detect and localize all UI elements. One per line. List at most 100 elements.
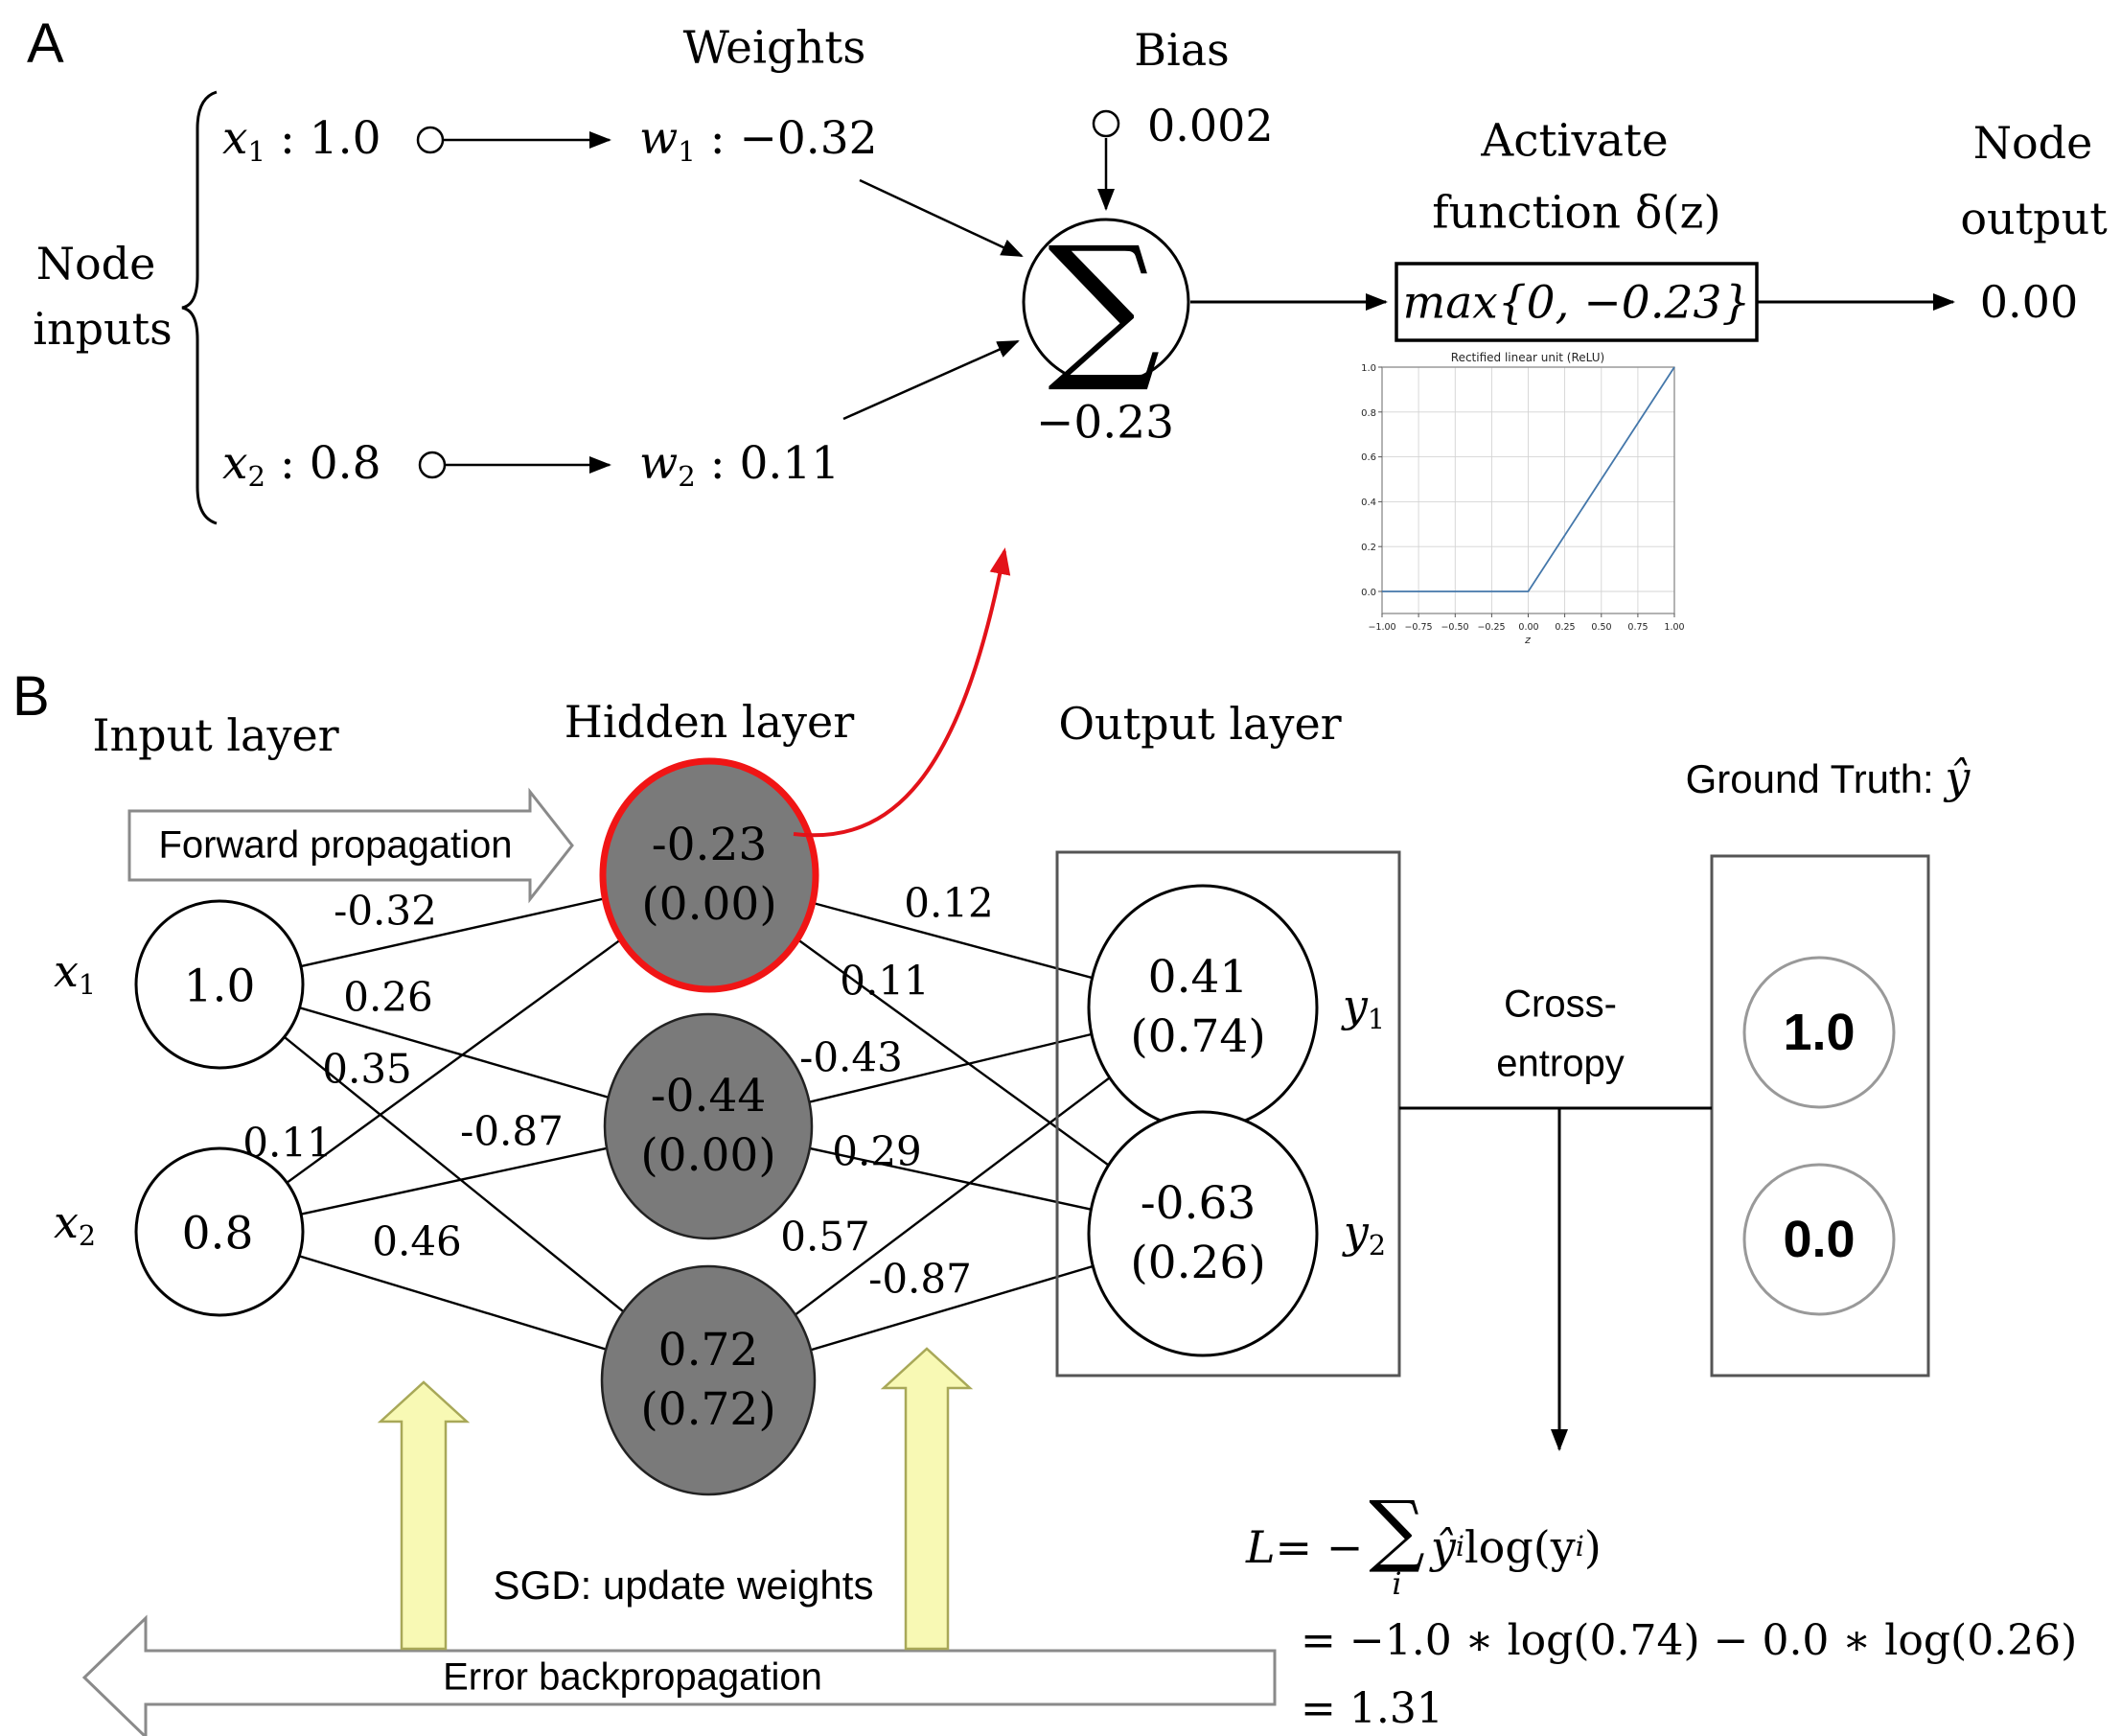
svg-text:−0.75: −0.75 <box>1404 622 1432 633</box>
sum-symbol: ∑ <box>1048 212 1161 397</box>
svg-text:0.2: 0.2 <box>1361 543 1376 553</box>
edge-weight-h1-y1: 0.12 <box>904 879 994 927</box>
relu-title: Rectified linear unit (ReLU) <box>1451 351 1604 364</box>
error-backpropagation-arrow <box>81 1614 1277 1736</box>
hidden-node-1-preactivation: -0.23 <box>651 819 768 871</box>
edge-weight-x1-h1: -0.32 <box>334 887 437 935</box>
input-node-1-value: 1.0 <box>183 960 256 1013</box>
sum-value: −0.23 <box>1035 396 1175 450</box>
input-node-2-label: x2 <box>54 1196 96 1252</box>
ground-truth-title-math: ŷ <box>1945 752 1971 803</box>
svg-text:−0.25: −0.25 <box>1477 622 1505 633</box>
input2-value: : 0.8 <box>265 436 381 490</box>
sgd-arrow-left <box>377 1380 471 1651</box>
arrow-w2-to-sum <box>842 339 1020 421</box>
input2-row: x2 : 0.8 <box>222 437 381 493</box>
loss-yhat-sub: i <box>1455 1531 1464 1563</box>
ground-truth-node-2 <box>1742 1163 1896 1316</box>
input-node-2-value: 0.8 <box>181 1207 254 1261</box>
weight2-value: : 0.11 <box>695 436 841 490</box>
edge-weight-h1-y2: 0.11 <box>840 957 930 1005</box>
edge-weight-h3-y2: -0.87 <box>868 1255 972 1303</box>
output-node-2 <box>1087 1110 1319 1357</box>
edge-weight-x1-h2: 0.26 <box>343 973 433 1021</box>
edge-weight-x2-h3: 0.46 <box>372 1217 462 1265</box>
ground-truth-node-1 <box>1742 956 1896 1109</box>
loss-lhs: L <box>1246 1520 1276 1573</box>
svg-text:0.75: 0.75 <box>1627 622 1648 633</box>
ground-truth-value-1: 1.0 <box>1783 1004 1856 1061</box>
node-output-title-line2: output <box>1960 193 2108 244</box>
x2-sub: 2 <box>78 1219 97 1252</box>
svg-text:0.25: 0.25 <box>1555 622 1575 633</box>
loss-formula-line3: = 1.31 <box>1301 1684 1443 1733</box>
svg-text:0.00: 0.00 <box>1518 622 1538 633</box>
input-node-1 <box>134 899 305 1070</box>
output-layer-title: Output layer <box>1058 698 1342 750</box>
arrow-w1-to-sum <box>859 178 1024 258</box>
forward-propagation-label: Forward propagation <box>158 823 513 867</box>
panel-b-label: B <box>12 665 50 728</box>
relu-ytick-labels: 0.0 0.2 0.4 0.6 0.8 1.0 <box>1361 363 1376 598</box>
svg-text:1.00: 1.00 <box>1664 622 1684 633</box>
hidden-node-2-activation: (0.00) <box>640 1129 776 1182</box>
relu-plot: Rectified linear unit (ReLU) z 0.0 0.2 0… <box>1361 351 1684 646</box>
x1-sub: 1 <box>78 968 97 1001</box>
highlight-curve-hidden-to-sum <box>793 547 1011 838</box>
sum-node-circle <box>1022 218 1190 386</box>
panel-a-shapes <box>181 90 1955 525</box>
relu-grid <box>1382 366 1674 613</box>
weights-title: Weights <box>682 21 866 75</box>
ground-truth-value-2: 0.0 <box>1783 1211 1856 1268</box>
loss-sum: ∑i <box>1369 1492 1425 1599</box>
edge-weight-x2-h2: -0.87 <box>460 1107 564 1155</box>
weight1-row: w1 : −0.32 <box>639 112 878 168</box>
activation-expression: max{0, −0.23} <box>1402 276 1751 330</box>
brace-shape <box>181 90 218 525</box>
x1-var: x <box>53 945 79 998</box>
edge-weight-h2-y2: 0.29 <box>832 1127 922 1175</box>
forward-propagation-arrow <box>127 787 574 904</box>
weight2-row: w2 : 0.11 <box>639 437 840 493</box>
error-backpropagation-label: Error backpropagation <box>443 1655 822 1699</box>
input-layer-title: Input layer <box>92 709 339 761</box>
hidden-node-3-activation: (0.72) <box>640 1383 776 1436</box>
loss-formula-line2: = −1.0 ∗ log(0.74) − 0.0 ∗ log(0.26) <box>1301 1616 2078 1665</box>
svg-text:0.8: 0.8 <box>1361 408 1376 419</box>
panel-a-label: A <box>27 12 64 75</box>
weight1-var: w <box>639 111 679 165</box>
input1-sub: 1 <box>247 135 266 169</box>
svg-text:0.50: 0.50 <box>1591 622 1611 633</box>
hidden-node-3-values: 0.72 (0.72) <box>640 1321 775 1440</box>
node-inputs-title-line1: Node <box>35 238 156 289</box>
svg-text:−0.50: −0.50 <box>1441 622 1468 633</box>
y1-sub: 1 <box>1367 1003 1386 1035</box>
node-output-title-line1: Node <box>1972 117 2093 169</box>
weight2-var: w <box>639 436 679 490</box>
node-inputs-title-line2: inputs <box>33 303 173 355</box>
node-output-value: 0.00 <box>1979 276 2079 328</box>
sgd-label: SGD: update weights <box>493 1562 874 1608</box>
bias-bullet <box>1092 109 1120 138</box>
loss-yhat: ŷ <box>1430 1520 1456 1573</box>
output-node-1-activation: (0.74) <box>1130 1010 1266 1063</box>
weight2-sub: 2 <box>678 460 696 494</box>
y2-sub: 2 <box>1368 1229 1387 1261</box>
input1-row: x1 : 1.0 <box>222 112 381 168</box>
input2-var: x <box>222 436 248 490</box>
input1-var: x <box>222 111 248 165</box>
output-node-2-preactivation: -0.63 <box>1140 1177 1256 1230</box>
output-node-1-label: y1 <box>1343 980 1385 1035</box>
svg-text:−1.00: −1.00 <box>1368 622 1395 633</box>
edge-weight-h3-y1: 0.57 <box>780 1213 870 1261</box>
edge-weight-x1-h3: 0.35 <box>322 1045 412 1093</box>
output-node-2-label: y2 <box>1344 1206 1386 1261</box>
hidden-node-1-highlighted <box>599 757 819 993</box>
svg-text:0.6: 0.6 <box>1361 452 1376 463</box>
relu-xlabel: z <box>1524 634 1531 646</box>
edge-weight-x2-h1: 0.11 <box>242 1119 333 1167</box>
svg-text:0.0: 0.0 <box>1361 588 1376 598</box>
weight1-sub: 1 <box>678 135 696 169</box>
panel-b-shapes <box>81 547 1930 1736</box>
